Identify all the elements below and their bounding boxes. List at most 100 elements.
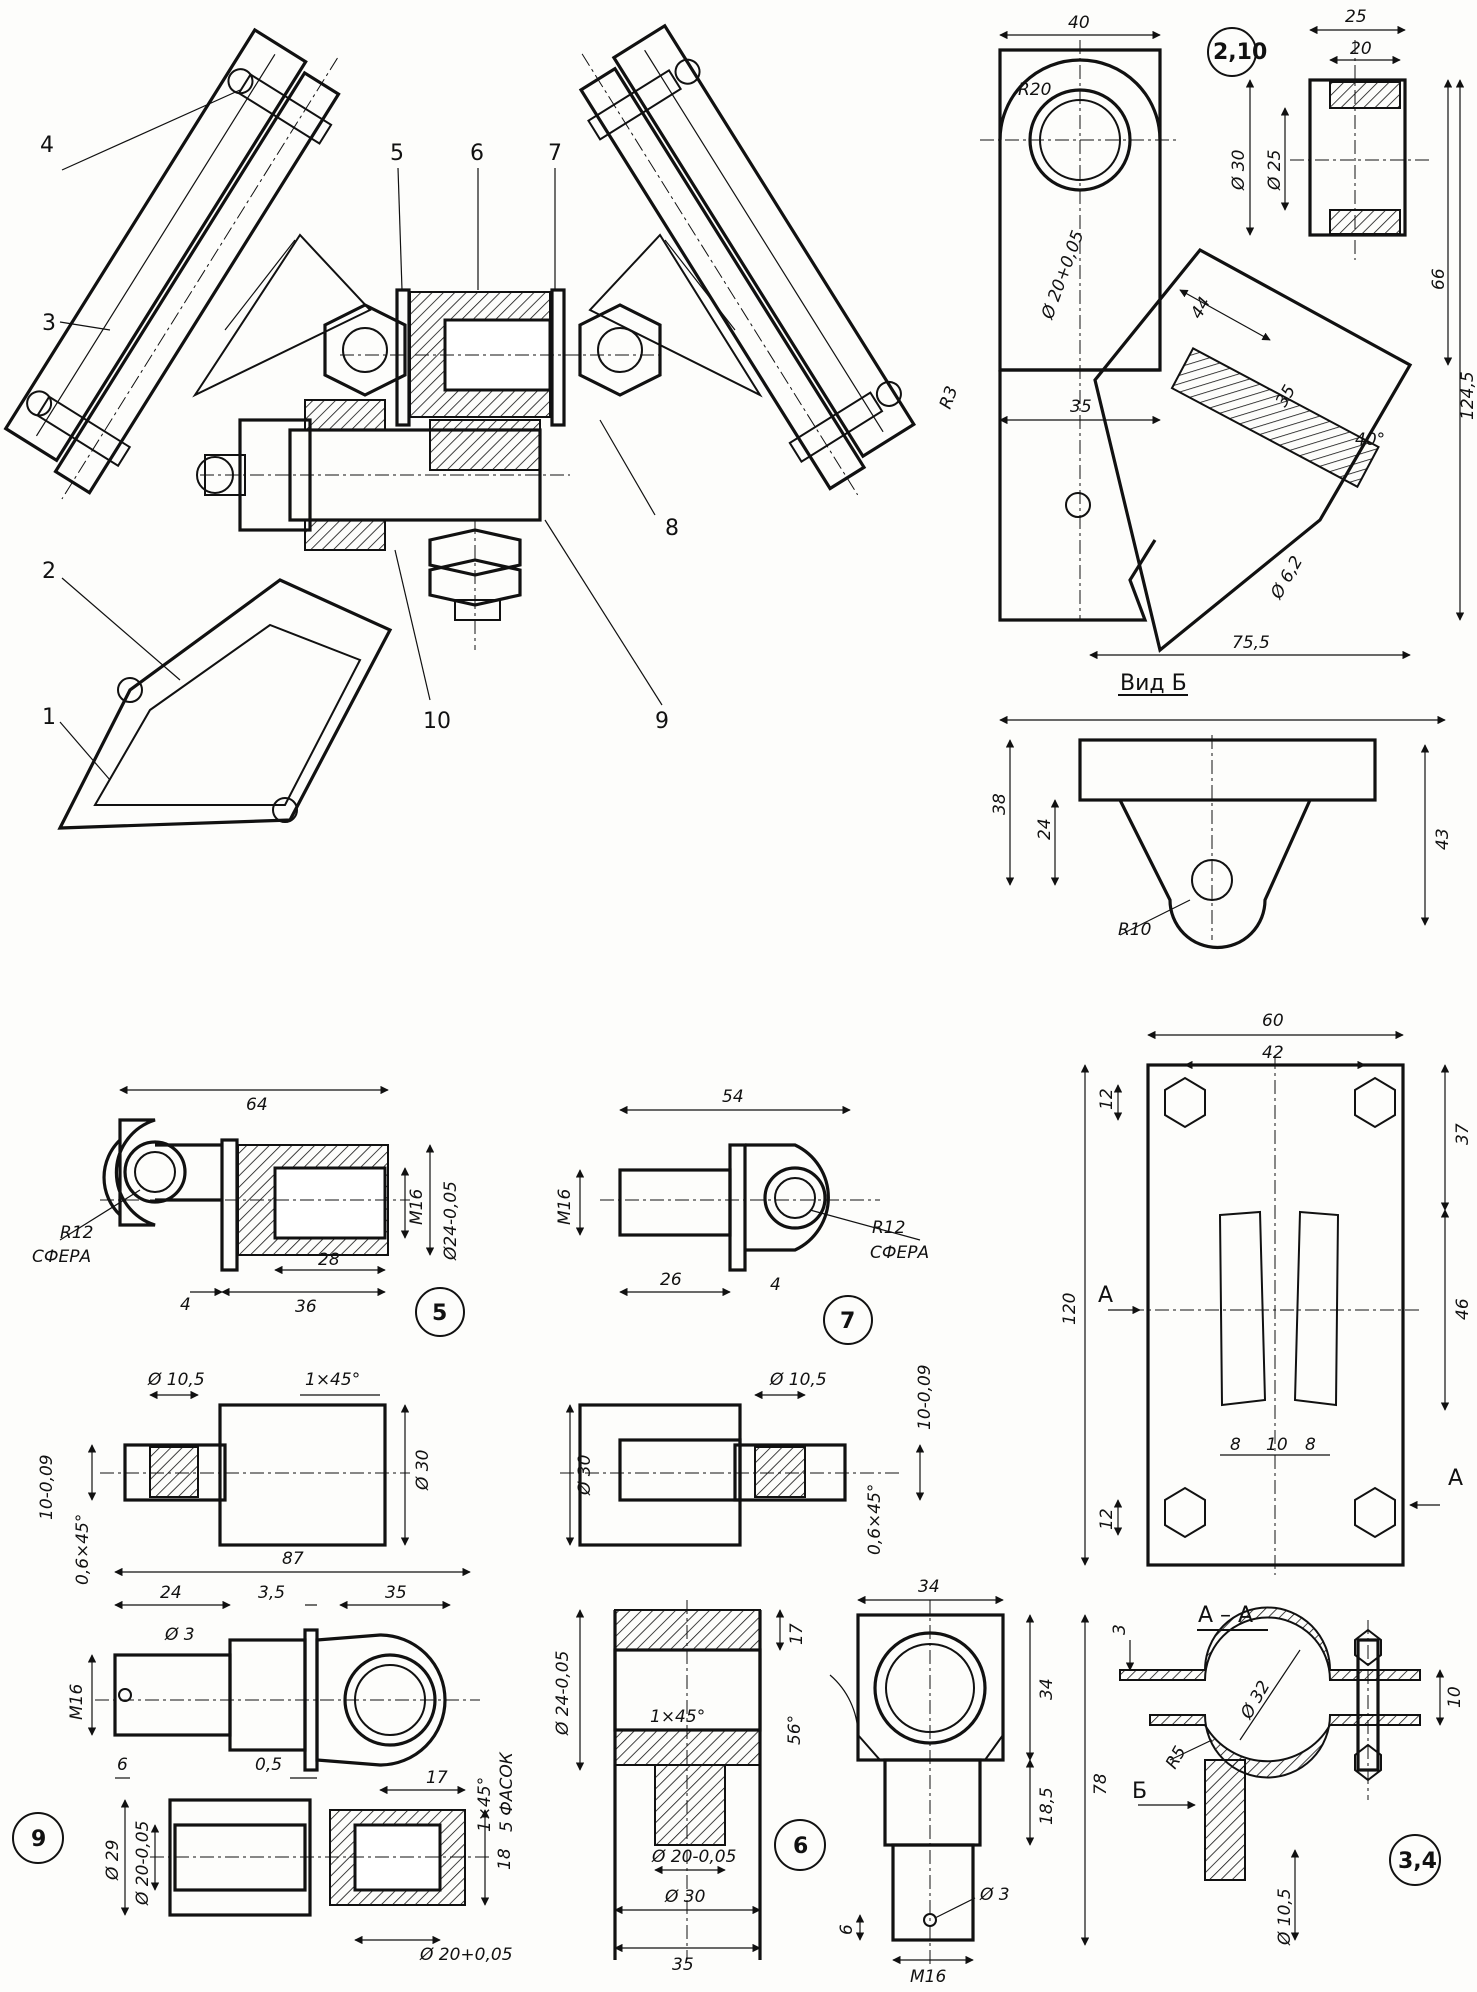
section-aa-dim-10: 10 [1445, 1686, 1465, 1708]
part-34-section-mark-left: A [1098, 1283, 1113, 1308]
part-7-balloon: 7 [840, 1309, 855, 1334]
assembly-label-6: 6 [470, 141, 484, 166]
assembly-label-3: 3 [42, 311, 56, 336]
part-7-dim-10: 10-0,09 [915, 1364, 935, 1430]
part-9-balloon: 9 [31, 1827, 46, 1852]
part-7-dim-d30: Ø 30 [575, 1455, 595, 1496]
view-b-drawing [999, 694, 1446, 950]
part-34-dim-37: 37 [1453, 1123, 1473, 1145]
part-210-dim-r3: R3 [936, 384, 963, 412]
part-9-dim-35b: 35 [385, 1583, 407, 1603]
part-7-dim-m16: M16 [555, 1189, 575, 1225]
part-210-dim-44: 44 [1187, 294, 1215, 323]
part-7-side-view [560, 1390, 925, 1547]
part-34-dim-12b: 12 [1097, 1508, 1117, 1530]
part-7-dim-26: 26 [660, 1270, 682, 1290]
part-5-dim-36: 36 [295, 1297, 317, 1317]
section-aa-dim-3: 3 [1110, 1624, 1130, 1635]
part-34-section-mark-right: A [1448, 1466, 1463, 1491]
part-7-dim-r12: R12 [872, 1218, 905, 1238]
part-7-dim-4: 4 [770, 1275, 781, 1295]
part-34-dim-12a: 12 [1097, 1088, 1117, 1110]
part-210-drawing [980, 40, 1430, 653]
part-8-dim-34-top: 34 [918, 1577, 940, 1597]
part-210-dim-width: 40 [1068, 13, 1090, 33]
part-9-lower-view [12, 1785, 490, 1945]
part-5-dim-64: 64 [246, 1095, 268, 1115]
part-6-dim-chamfer: 1×45° [650, 1707, 705, 1727]
part-8-dim-78: 78 [1091, 1773, 1111, 1795]
part-34-drawing [1080, 1030, 1450, 1575]
part-7-dim-sphere: СФЕРА [870, 1243, 929, 1263]
right-rail-assembly [578, 23, 917, 496]
part-34-dim-60: 60 [1262, 1011, 1284, 1031]
part-210-balloon: 2,10 [1213, 40, 1267, 65]
assembly-label-7: 7 [548, 141, 562, 166]
part-6-balloon: 6 [793, 1834, 808, 1859]
part-210-dim-d25: Ø 25 [1265, 150, 1285, 191]
part-8-dim-m16: M16 [910, 1967, 946, 1987]
section-aa-title: A – A [1198, 1603, 1253, 1628]
part-6-dim-d24: Ø 24-0,05 [553, 1651, 573, 1736]
part-9-dim-18: 18 [495, 1848, 515, 1870]
part-6-dim-d20: Ø 20-0,05 [651, 1847, 736, 1867]
view-b-title: Вид Б [1120, 671, 1187, 696]
part-210-dim-35a: 35 [1070, 397, 1092, 417]
part-5-dim-r12: R12 [60, 1223, 93, 1243]
part-210-dim-bore: Ø 20+0,05 [1038, 228, 1089, 323]
assembly-view [3, 23, 917, 830]
part-7-dim-54: 54 [722, 1087, 744, 1107]
part-7-drawing [575, 1105, 921, 1345]
part-210-dim-124: 124,5 [1458, 371, 1477, 420]
part-9-dim-5chamfers: 5 ФАСОК [497, 1751, 517, 1832]
part-34-dim-8b: 8 [1305, 1435, 1316, 1455]
part-5-dim-chamfer2: 0,6×45° [73, 1514, 93, 1585]
part-8-dim-6: 6 [837, 1924, 857, 1935]
assembly-label-8: 8 [665, 516, 679, 541]
part-5-dim-chamfer: 1×45° [305, 1370, 360, 1390]
view-b-dim-38: 38 [990, 793, 1010, 815]
part-5-side-view [87, 1390, 410, 1547]
part-9-dim-d20: Ø 20-0,05 [133, 1821, 153, 1906]
part-34-dim-120: 120 [1060, 1293, 1080, 1325]
part-210-dim-20: 20 [1350, 39, 1372, 59]
part-210-dim-75: 75,5 [1232, 633, 1270, 653]
assembly-label-4: 4 [40, 133, 54, 158]
part-5-dim-sphere: СФЕРА [32, 1247, 91, 1267]
assembly-label-5: 5 [390, 141, 404, 166]
part-6-dim-17: 17 [787, 1623, 807, 1645]
part-5-dim-4: 4 [180, 1295, 191, 1315]
assembly-leaders [59, 89, 663, 781]
section-aa-dim-d32: Ø 32 [1237, 1677, 1275, 1723]
part-210-dim-angle: 40° [1355, 430, 1385, 450]
part-8-dim-angle: 56° [785, 1715, 805, 1745]
view-b-dim-r10: R10 [1118, 920, 1151, 940]
part-9-dim-m16: M16 [67, 1684, 87, 1720]
part-5-dim-d24: Ø24-0,05 [441, 1181, 461, 1261]
part-5-dim-d30: Ø 30 [413, 1450, 433, 1491]
part-5-dim-d105: Ø 10,5 [147, 1370, 205, 1390]
part-9-dim-d3: Ø 3 [164, 1625, 195, 1645]
view-b-dim-43: 43 [1433, 828, 1453, 850]
part-6-drawing [575, 1600, 826, 1960]
part-9-dim-6: 6 [117, 1755, 128, 1775]
part-6-dim-35: 35 [672, 1955, 694, 1975]
part-9-drawing [87, 1567, 480, 1779]
part-6-dim-d30: Ø 30 [664, 1887, 705, 1907]
part-34-dim-8a: 8 [1230, 1435, 1241, 1455]
part-7-dim-d105: Ø 10,5 [769, 1370, 827, 1390]
assembly-label-10: 10 [423, 709, 451, 734]
section-aa-drawing [1119, 1606, 1445, 1941]
part-9-dim-17: 17 [426, 1768, 448, 1788]
part-9-dim-87: 87 [282, 1549, 304, 1569]
left-rail-assembly [3, 27, 341, 500]
part-5-drawing [59, 1085, 465, 1337]
part-8-dim-34-side: 34 [1037, 1678, 1057, 1700]
part-9-dim-24: 24 [160, 1583, 182, 1603]
part-5-dim-m16: M16 [407, 1189, 427, 1225]
part-7-dim-chamfer: 0,6×45° [865, 1484, 885, 1555]
part-210-dim-radius: R20 [1018, 80, 1051, 100]
part-9-dim-chamfer: 1×45° [475, 1777, 495, 1832]
part-8-drawing [829, 1595, 1090, 1965]
